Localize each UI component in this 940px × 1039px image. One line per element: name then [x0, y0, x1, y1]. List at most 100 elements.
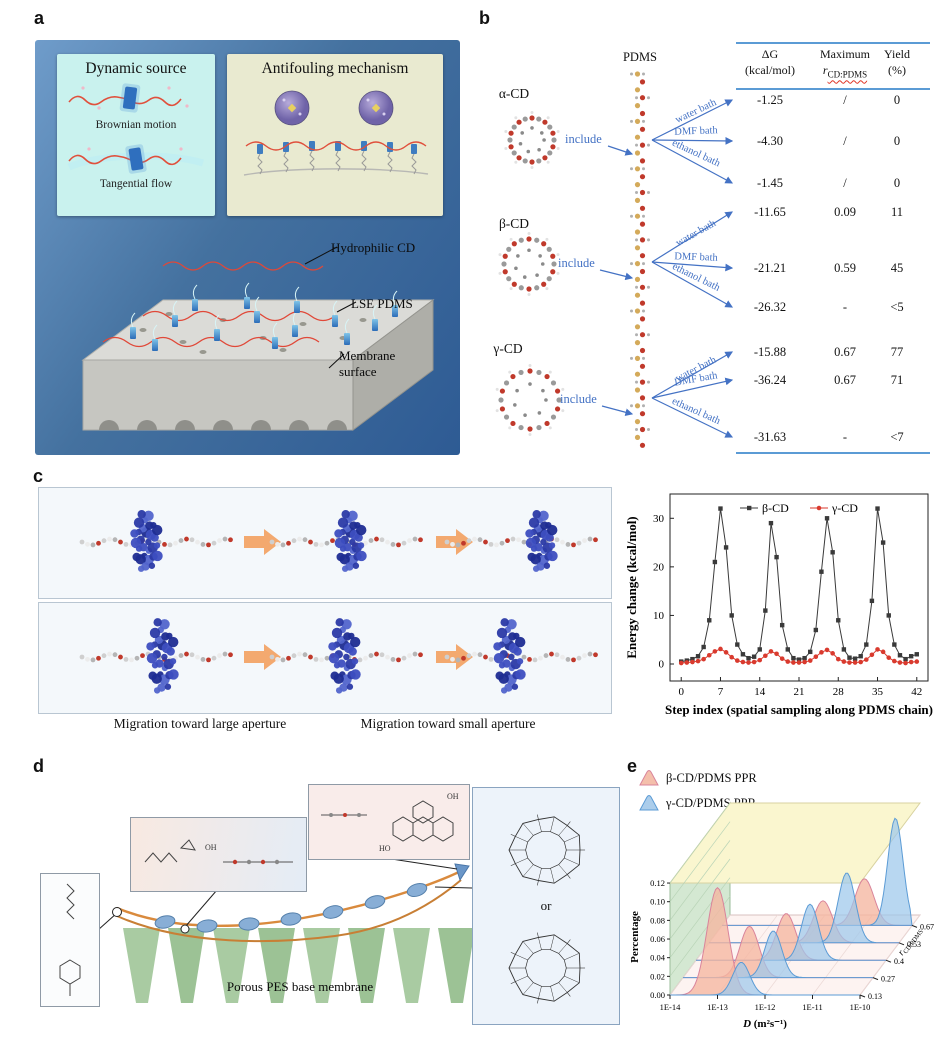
pdms-cd-complex — [79, 510, 233, 572]
gamma-cd-label: γ-CD — [493, 341, 523, 356]
ho-label: HO — [379, 844, 391, 853]
chart-legend: β-CD γ-CD — [740, 501, 858, 515]
svg-text:1E-13: 1E-13 — [707, 1002, 728, 1012]
tangential-flow-graphic — [67, 143, 205, 174]
table-rule-top — [736, 42, 930, 44]
panel-d: Porous PES base membrane OH — [35, 770, 620, 1039]
svg-text:1E-11: 1E-11 — [802, 1002, 822, 1012]
table-rule-header — [736, 88, 930, 90]
cd-ring-sketch — [508, 932, 586, 1004]
series-γ-CD — [678, 646, 920, 666]
svg-text:28: 28 — [833, 686, 845, 698]
dynamic-source-box: Dynamic source Brownian motion Tangentia… — [57, 54, 215, 216]
svg-text:0.12: 0.12 — [650, 878, 665, 888]
svg-text:0.4: 0.4 — [894, 957, 904, 966]
cd-ring-sketches — [508, 814, 586, 1004]
svg-text:0.02: 0.02 — [650, 971, 665, 981]
svg-text:10: 10 — [653, 610, 665, 622]
col-header-maximum: Maximum rCD:PDMS — [820, 47, 870, 80]
include-label-2: include — [558, 256, 595, 270]
fluorophore-structure-box: OH HO — [308, 784, 470, 860]
cd-structures-box: or — [472, 787, 620, 1025]
series-β-CD — [679, 506, 919, 664]
lse-pdms-label: LSE PDMS — [351, 296, 413, 311]
migration-small-graphic — [79, 618, 598, 694]
pes-membrane-label: Porous PES base membrane — [226, 979, 374, 994]
svg-text:β-CD: β-CD — [762, 501, 789, 515]
beta-cd-label: β-CD — [498, 216, 530, 231]
migration-arrow-icon — [244, 644, 281, 670]
svg-text:0.27: 0.27 — [881, 975, 895, 984]
panel-label-d: d — [33, 756, 44, 776]
tangential-flow-label: Tangential flow — [99, 177, 173, 190]
beta-peak-icon — [639, 770, 659, 786]
antifouling-graphic — [243, 90, 429, 176]
svg-text:0.08: 0.08 — [650, 915, 665, 925]
caption-small-aperture: Migration toward small aperture — [360, 716, 536, 731]
svg-text:0.53: 0.53 — [907, 940, 921, 949]
svg-text:0.67: 0.67 — [920, 922, 934, 931]
svg-text:7: 7 — [718, 686, 724, 698]
inclusion-scheme-graphic — [495, 71, 734, 448]
include-label-1: include — [565, 132, 602, 146]
fluorophore-structure-sketch: OH HO — [321, 792, 459, 853]
svg-text:20: 20 — [653, 561, 665, 573]
panel-label-c: c — [33, 466, 44, 486]
migration-arrow-icon — [436, 529, 473, 555]
svg-text:0.06: 0.06 — [650, 934, 665, 944]
svg-text:0: 0 — [659, 659, 665, 671]
hydrophilic-cd-label: Hydrophilic CD — [331, 240, 416, 255]
pdms-cd-complex — [269, 618, 423, 694]
panel-label-e: e — [627, 756, 638, 776]
svg-text:0: 0 — [678, 686, 684, 698]
svg-text:21: 21 — [794, 686, 805, 698]
pdms-cd-complex — [444, 618, 598, 694]
caption-large-aperture: Migration toward large aperture — [113, 716, 287, 731]
gamma-peak-icon — [639, 795, 659, 811]
membrane-3d — [81, 246, 435, 431]
linker-structure-box: OH — [130, 817, 307, 892]
migration-large-aperture-box — [38, 487, 612, 599]
pdms-cd-complex — [269, 510, 423, 572]
gamma-cd-ring — [495, 364, 565, 436]
panel-label-a: a — [34, 8, 45, 28]
table-rule-bottom — [736, 452, 930, 454]
pdms-chain — [630, 71, 650, 448]
antifouling-title: Antifouling mechanism — [261, 60, 409, 77]
svg-text:1E-14: 1E-14 — [660, 1002, 682, 1012]
alpha-cd-ring — [504, 111, 560, 169]
y-axis-label: Energy change (kcal/mol) — [624, 516, 639, 658]
col-header-yield: Yield(%) — [884, 47, 910, 78]
svg-text:0.04: 0.04 — [650, 953, 666, 963]
panel-a: Dynamic source Brownian motion Tangentia… — [35, 40, 460, 455]
brownian-motion-label: Brownian motion — [95, 119, 177, 131]
migration-arrow-icon — [244, 529, 281, 555]
legend-label-beta: β-CD/PDMS PPR — [666, 770, 757, 785]
svg-text:1E-12: 1E-12 — [755, 1002, 776, 1012]
x-axis-label: Step index (spatial sampling along PDMS … — [665, 702, 933, 717]
svg-text:γ-CD: γ-CD — [831, 501, 858, 515]
migration-arrow-icon — [436, 644, 473, 670]
pdms-cd-complex — [444, 510, 598, 572]
panel-b: PDMS α-CD β-CD γ-CD include include incl… — [480, 30, 938, 462]
panel-label-b: b — [479, 8, 490, 28]
svg-text:14: 14 — [754, 686, 766, 698]
alpha-cd-label: α-CD — [498, 86, 530, 101]
beta-cd-ring — [498, 232, 560, 296]
pdms-label: PDMS — [622, 50, 658, 64]
membrane-functionalization-scheme — [97, 857, 475, 1003]
svg-text:42: 42 — [911, 686, 922, 698]
linker-structure-sketch: OH — [144, 839, 293, 865]
oh-label: OH — [205, 843, 217, 852]
svg-text:30: 30 — [653, 513, 665, 525]
svg-text:0.10: 0.10 — [650, 897, 665, 907]
oh-label: OH — [447, 792, 459, 801]
pdms-cd-complex — [79, 618, 233, 694]
migration-small-aperture-box — [38, 602, 612, 714]
monomer-structure-sketch — [59, 883, 81, 996]
monomer-structure-box — [40, 873, 100, 1007]
